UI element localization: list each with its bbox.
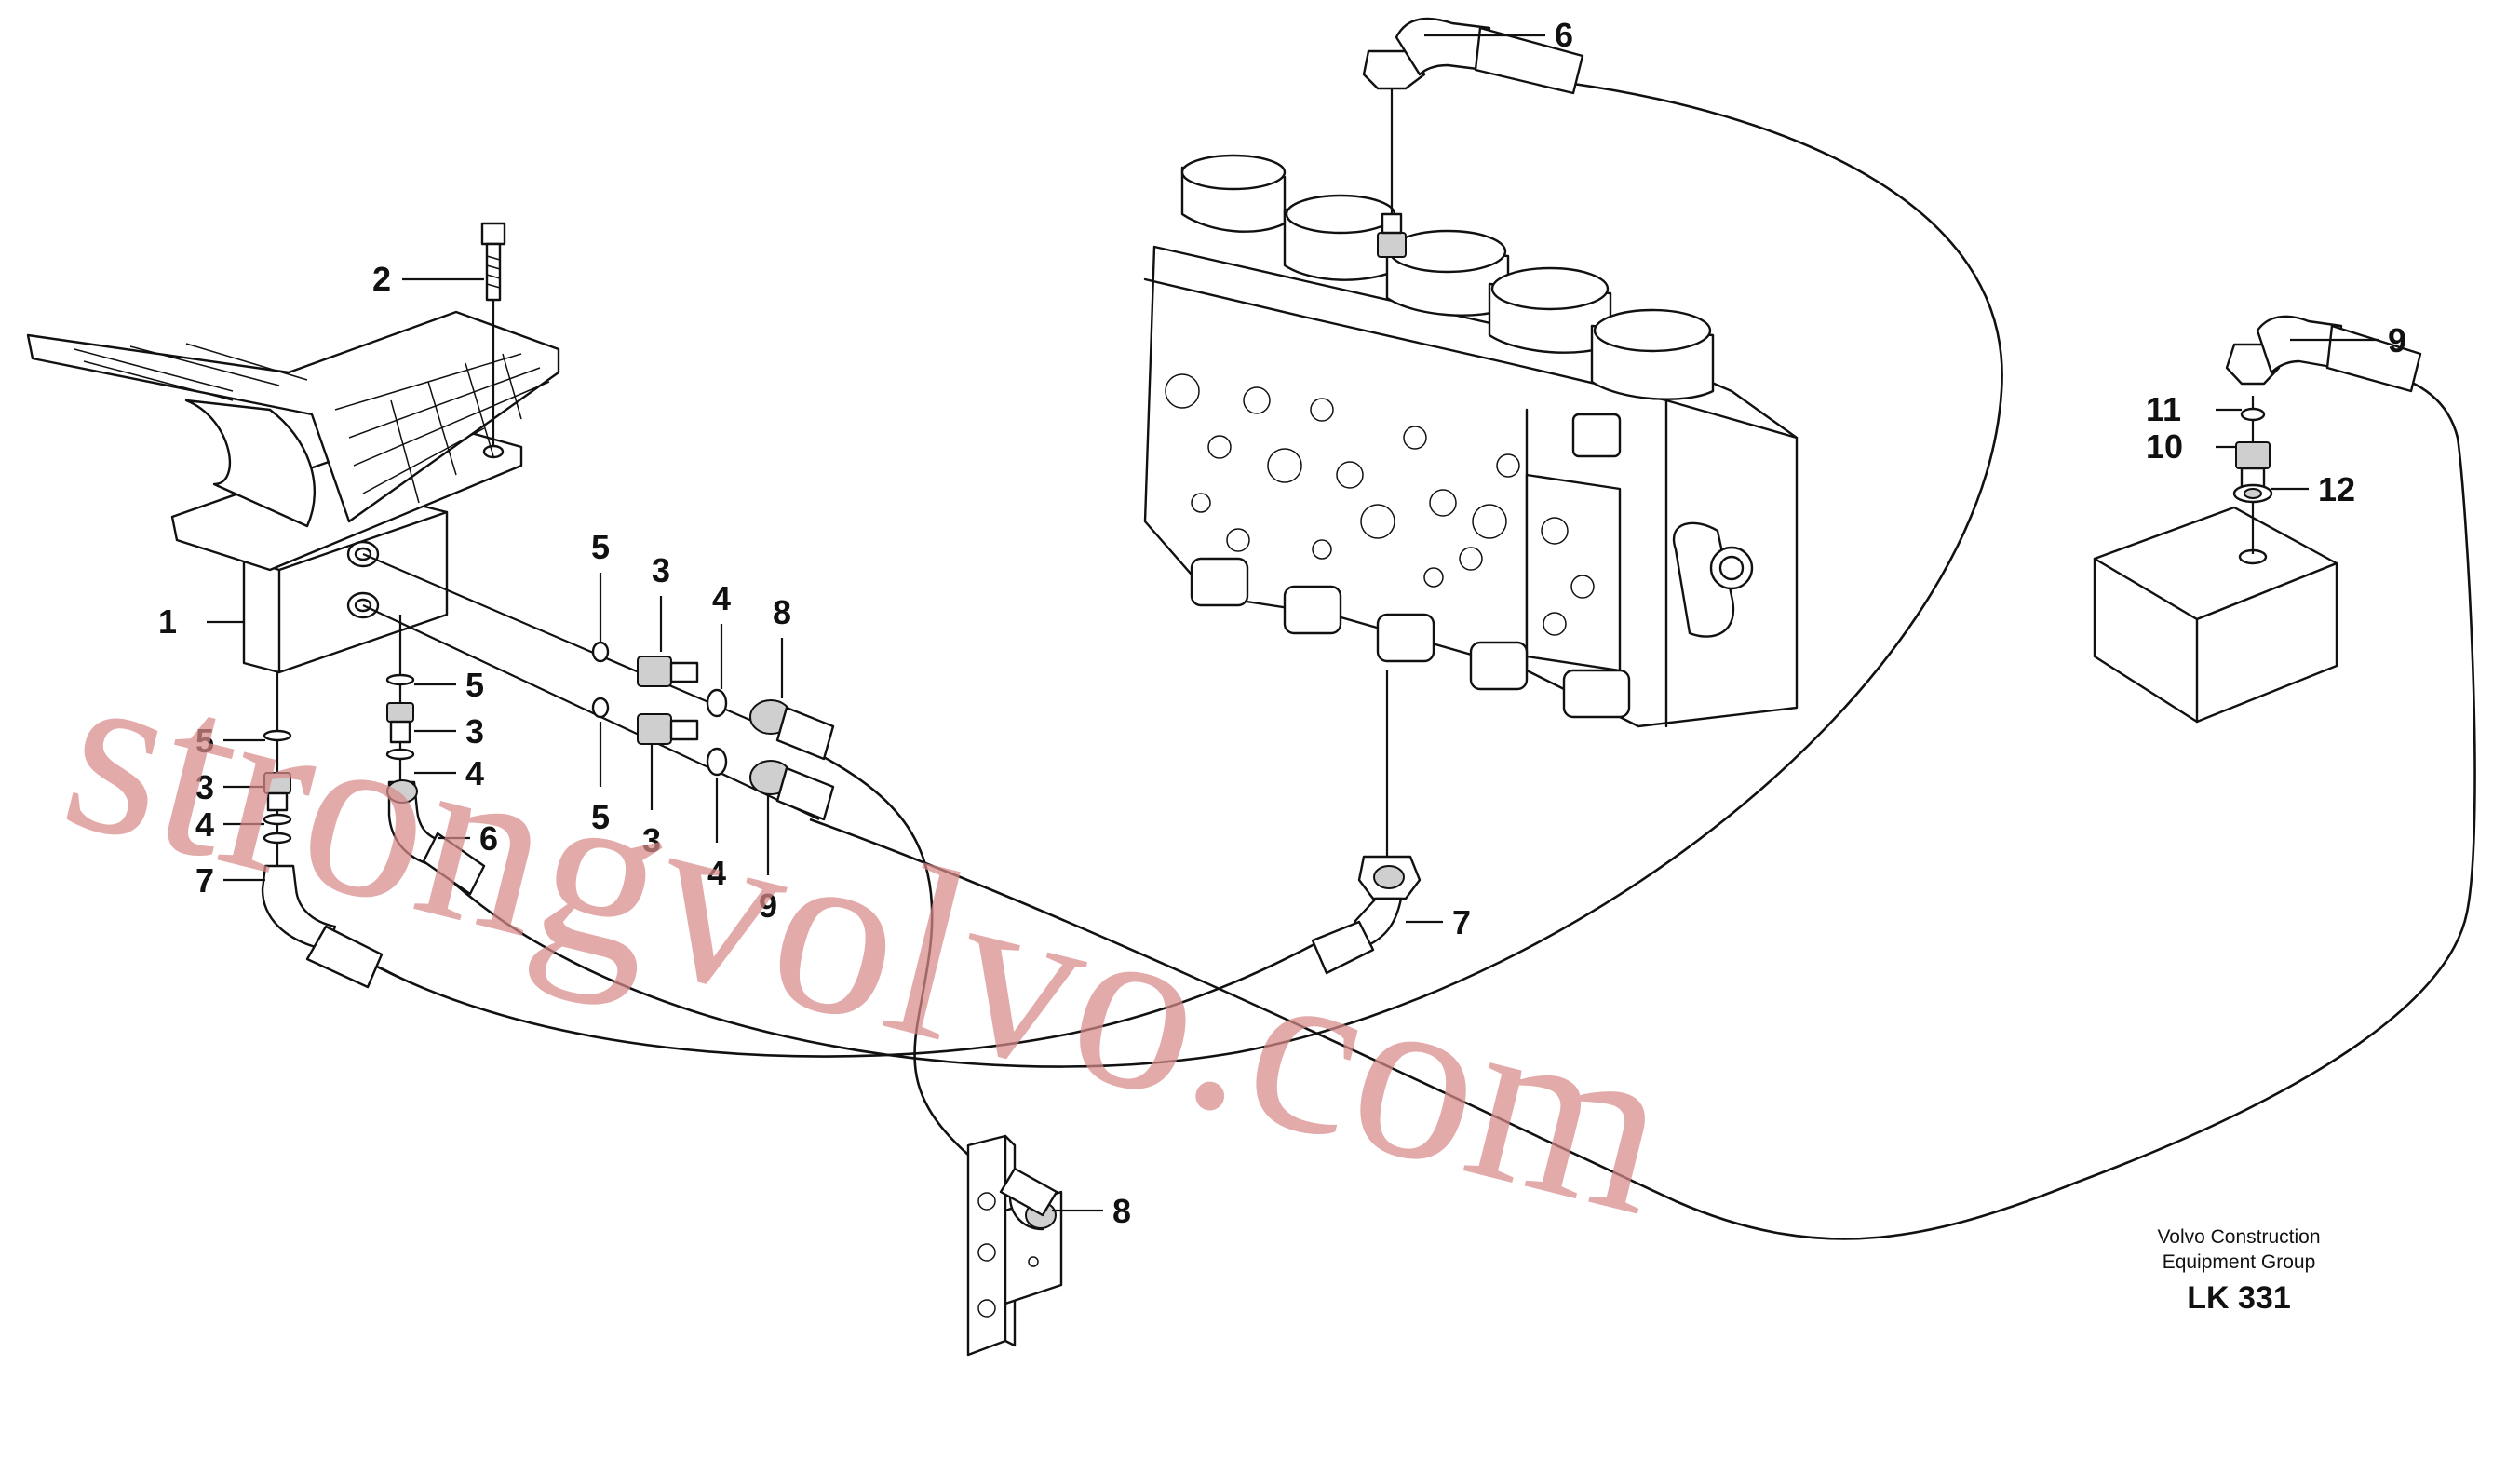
valve-bottom-fitting-7 [1311, 670, 1422, 975]
hose-6-long [413, 82, 2003, 1068]
callout-4-mid: 4 [465, 754, 484, 792]
hydraulic-tank [2093, 506, 2338, 724]
foot-pedal-assembly [26, 222, 560, 674]
callout-4-top: 4 [712, 579, 731, 617]
pedal-bottom-fittings [261, 672, 411, 989]
publisher-line-2: Equipment Group [2163, 1251, 2316, 1273]
valve-side-plate [1525, 473, 1622, 672]
callout-1: 1 [158, 602, 177, 641]
callout-3-mid: 3 [465, 712, 484, 751]
callout-5-mid: 5 [465, 666, 484, 704]
publisher-line-1: Volvo Construction [2157, 1226, 2320, 1248]
callout-6-top: 6 [1555, 16, 1573, 54]
pedal-tread [26, 310, 560, 523]
hose-lines [306, 82, 2476, 1240]
hose-7-long [306, 920, 1323, 1058]
watermark-text: strongvolvo.com [43, 611, 1692, 1266]
hose-9-long [809, 371, 2476, 1240]
callout-9-bottom: 9 [759, 886, 777, 925]
publisher-block: Volvo Construction Equipment Group LK 33… [2157, 1226, 2320, 1316]
valve-top-fitting-6 [1362, 17, 1584, 258]
hose-end-9 [749, 760, 835, 821]
valve-bottom-spools [1190, 557, 1631, 719]
valve-top-caps [1180, 154, 1715, 458]
callout-8-bottom: 8 [1112, 1192, 1131, 1230]
callout-5-bottom: 5 [591, 798, 610, 836]
watermark: strongvolvo.com [43, 611, 1692, 1266]
callout-12: 12 [2318, 470, 2355, 508]
callout-3-left: 3 [195, 768, 214, 806]
callout-7-left: 7 [195, 861, 214, 900]
bolt-item-2 [480, 222, 506, 246]
callout-10: 10 [2146, 427, 2183, 466]
callout-leaders [207, 34, 2379, 1212]
tank-fitting-stack [2225, 315, 2422, 554]
callout-4-bottom: 4 [707, 854, 726, 892]
callout-5-left: 5 [195, 722, 214, 760]
callout-labels: 1 2 5 3 4 7 5 3 4 6 5 3 4 8 5 3 4 9 6 7 … [158, 16, 2406, 1230]
control-valve-block [1143, 154, 1799, 728]
figure-code: LK 331 [2187, 1280, 2291, 1316]
hose-end-8 [749, 699, 835, 761]
pedal-rear-fittings [385, 615, 486, 896]
callout-9-right: 9 [2388, 321, 2406, 359]
callout-5-top: 5 [591, 528, 610, 566]
pedal-tread-hatch [74, 343, 550, 504]
callout-4-left: 4 [195, 805, 214, 844]
callout-7-right: 7 [1452, 903, 1471, 941]
hose-bracket [966, 1134, 1063, 1357]
callout-3-top: 3 [652, 551, 670, 589]
callout-6-mid: 6 [479, 819, 498, 858]
callout-8-top: 8 [773, 593, 791, 631]
callout-3-bottom: 3 [642, 821, 661, 859]
callout-2: 2 [372, 260, 391, 298]
side-port-fittings [362, 552, 835, 821]
callout-11: 11 [2146, 390, 2181, 428]
